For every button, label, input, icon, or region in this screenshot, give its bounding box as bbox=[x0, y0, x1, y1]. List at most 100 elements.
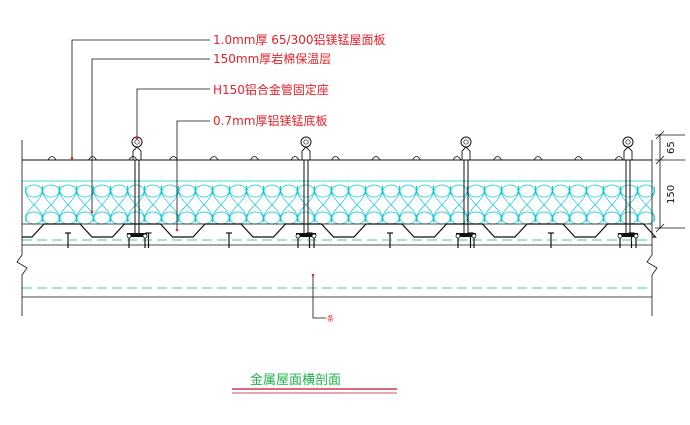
panel-rib bbox=[331, 156, 340, 161]
insulation-loop bbox=[552, 185, 570, 223]
insulation-loop bbox=[586, 211, 604, 225]
insulation-loop bbox=[365, 185, 383, 223]
insulation-loop bbox=[620, 184, 638, 198]
seat-nut bbox=[455, 233, 461, 239]
insulation-loop bbox=[569, 185, 587, 223]
insulation-loop bbox=[603, 185, 621, 223]
insulation-loop bbox=[76, 184, 94, 198]
insulation-loop bbox=[518, 185, 536, 223]
insulation-loop bbox=[280, 185, 298, 223]
insulation-loop bbox=[450, 185, 468, 223]
insulation-loop bbox=[552, 211, 570, 225]
insulation-loop bbox=[42, 184, 60, 198]
insulation-loop bbox=[433, 211, 451, 225]
seam-clip-core bbox=[134, 139, 140, 145]
insulation-loop bbox=[161, 184, 179, 198]
insulation-loop bbox=[280, 185, 298, 223]
insulation-loop bbox=[59, 185, 77, 223]
insulation-loop bbox=[501, 184, 519, 198]
insulation-loop bbox=[195, 184, 213, 198]
seam-clip-core bbox=[303, 139, 309, 145]
panel-rib bbox=[574, 156, 583, 161]
insulation-loop bbox=[552, 185, 570, 223]
insulation-loop bbox=[518, 211, 536, 225]
insulation-loop bbox=[416, 185, 434, 223]
insulation-loop bbox=[161, 185, 179, 223]
insulation-loop bbox=[246, 185, 264, 223]
insulation-loop bbox=[314, 211, 332, 225]
insulation-loop bbox=[93, 184, 111, 198]
insulation-loop bbox=[331, 211, 349, 225]
insulation-loop bbox=[263, 184, 281, 198]
insulation-loop bbox=[161, 185, 179, 223]
insulation-loop bbox=[348, 184, 366, 198]
insulation-loop bbox=[535, 184, 553, 198]
insulation-loop bbox=[59, 185, 77, 223]
dimension-bottom-value: 150 bbox=[666, 185, 677, 204]
insulation-loop bbox=[25, 185, 43, 223]
insulation-loop bbox=[246, 211, 264, 225]
insulation-loop bbox=[535, 211, 553, 225]
insulation-loop bbox=[76, 185, 94, 223]
panel-rib bbox=[452, 156, 462, 161]
boundary-lines bbox=[16, 140, 658, 316]
seam-clip-head bbox=[622, 136, 634, 148]
insulation-loop bbox=[110, 185, 128, 223]
insulation-loop bbox=[484, 185, 502, 223]
insulation-loop bbox=[229, 184, 247, 198]
insulation-loop bbox=[399, 211, 417, 225]
insulation-loop bbox=[93, 185, 111, 223]
insulation-loop bbox=[637, 184, 655, 198]
insulation-loop bbox=[518, 185, 536, 223]
insulation-loop bbox=[42, 185, 60, 223]
insulation-loop bbox=[637, 185, 655, 223]
seat-nut bbox=[142, 233, 148, 239]
base-deck bbox=[22, 223, 657, 248]
panel-rib bbox=[88, 156, 97, 161]
seat-nut bbox=[295, 233, 301, 239]
insulation-loop bbox=[348, 211, 366, 225]
callout-fixing-seat: H150铝合金管固定座 bbox=[213, 82, 329, 97]
insulation-loop bbox=[297, 185, 315, 223]
insulation-loop bbox=[501, 185, 519, 223]
dimension-top-value: 65 bbox=[666, 141, 677, 154]
leader-lines bbox=[71, 39, 326, 319]
insulation-loop bbox=[382, 184, 400, 198]
fixing-seats bbox=[126, 136, 639, 248]
leader-dots bbox=[70, 136, 315, 277]
insulation-loop bbox=[484, 184, 502, 198]
insulation-loop bbox=[25, 184, 43, 198]
insulation-loop bbox=[467, 185, 485, 223]
insulation-loop bbox=[484, 211, 502, 225]
insulation-loop bbox=[212, 211, 230, 225]
seat-base bbox=[456, 233, 476, 237]
insulation-loop bbox=[484, 185, 502, 223]
seat-nut bbox=[311, 233, 317, 239]
insulation-loop bbox=[586, 185, 604, 223]
insulation-loop bbox=[331, 184, 349, 198]
insulation-loop bbox=[229, 185, 247, 223]
insulation-loop bbox=[314, 184, 332, 198]
insulation-loop bbox=[416, 211, 434, 225]
insulation-loop bbox=[195, 185, 213, 223]
insulation-loop bbox=[382, 185, 400, 223]
insulation-loop bbox=[569, 185, 587, 223]
purlin-label: 条 bbox=[327, 314, 334, 323]
insulation-loop bbox=[246, 185, 264, 223]
insulation-loop bbox=[263, 211, 281, 225]
seam-clip-core bbox=[625, 139, 631, 145]
insulation-loop bbox=[365, 211, 383, 225]
insulation-loop bbox=[195, 211, 213, 225]
insulation-loop bbox=[246, 184, 264, 198]
insulation-loop bbox=[433, 185, 451, 223]
insulation-loop bbox=[127, 185, 145, 223]
panel-rib bbox=[614, 156, 624, 161]
insulation-loop bbox=[280, 211, 298, 225]
hidden-lines bbox=[22, 239, 652, 298]
insulation-loop bbox=[42, 211, 60, 225]
insulation-loop bbox=[569, 211, 587, 225]
insulation-loop bbox=[93, 211, 111, 225]
insulation-loop bbox=[416, 185, 434, 223]
insulation-loop bbox=[76, 211, 94, 225]
insulation-loop bbox=[297, 185, 315, 223]
